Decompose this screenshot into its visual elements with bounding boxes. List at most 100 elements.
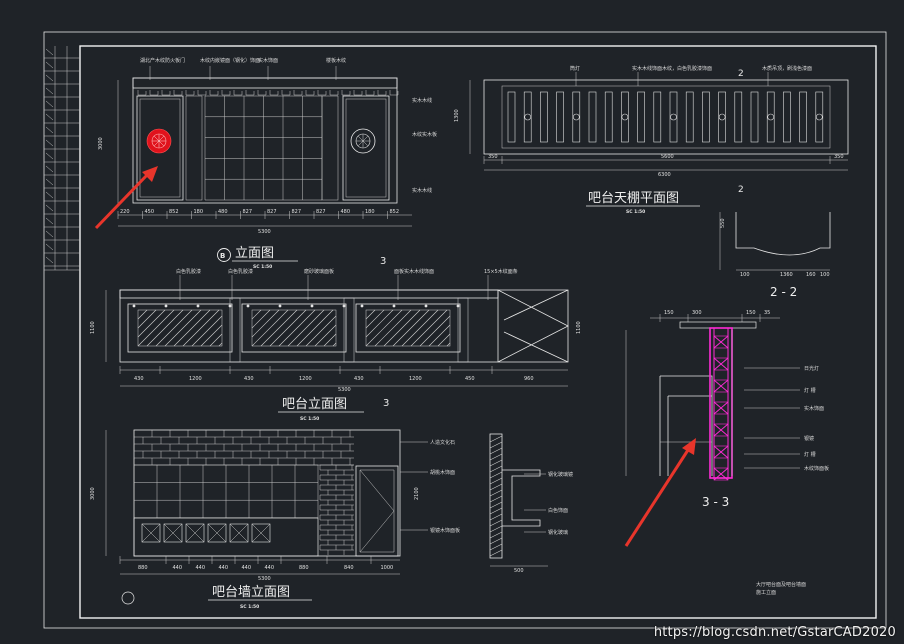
svg-text:吧台天棚平面图: 吧台天棚平面图 (588, 191, 679, 206)
elev-b-note-1: 木纹内嵌镜面（钢化）饰面 (200, 57, 260, 64)
wall-dim-2: 440 (196, 565, 206, 571)
bar-note-3: 面板实木木线饰面 (394, 268, 434, 275)
detail-note-2: 钢化玻璃 (548, 529, 568, 536)
sec3-note-1: 灯 槽 (804, 387, 816, 394)
elev-b-dim-11: 852 (390, 209, 400, 215)
bar-note-2: 磨砂玻璃面板 (304, 268, 334, 275)
elev-b-dim-10: 180 (365, 209, 375, 215)
ceiling-caption: 吧台天棚平面图 SC 1:50 (586, 191, 700, 215)
elev-b-dim-9: 480 (341, 209, 351, 215)
svg-text:SC 1:50: SC 1:50 (253, 264, 272, 270)
sec2-dim-3: 160 (806, 272, 816, 278)
elev-b-note-2: 实木饰面 (258, 57, 278, 64)
svg-text:5300: 5300 (338, 387, 351, 393)
sec3-dim-2: 150 (746, 310, 756, 316)
bar-dim-7: 960 (524, 376, 534, 382)
footer-note: 大厅吧台面及吧台墙面 施工立面 (756, 581, 806, 596)
bar-dim-2: 430 (244, 376, 254, 382)
elev-b-total-dim: 5300 (258, 229, 271, 235)
section-2-2[interactable]: 550 1360 100 160 100 2 - 2 (719, 212, 831, 299)
detail-note-0: 钢化玻璃镜 (548, 471, 573, 478)
sec2-dim-1: 1360 (780, 272, 793, 278)
ceiling-note-2: 木质吊顶，刷浅色漆面 (762, 65, 812, 72)
ceiling-dim-2: 350 (834, 154, 844, 160)
magenta-column (709, 327, 733, 481)
svg-text:吧台墙立面图: 吧台墙立面图 (212, 585, 290, 600)
red-arrow-left (94, 166, 158, 230)
watermark: https://blog.csdn.net/GstarCAD2020 (653, 625, 896, 640)
sec3-dim-0: 150 (664, 310, 674, 316)
wall-dim-1: 440 (173, 565, 183, 571)
svg-text:吧台立面图: 吧台立面图 (282, 397, 347, 412)
svg-text:SC 1:50: SC 1:50 (240, 604, 259, 610)
svg-text:5300: 5300 (258, 576, 271, 582)
sec3-note-4: 灯 槽 (804, 451, 816, 458)
svg-text:SC 1:50: SC 1:50 (300, 416, 319, 422)
sec3-note-3: 银镜 (804, 435, 814, 442)
sec2-dim-2: 100 (740, 272, 750, 278)
bar-note-1: 白色乳胶漆 (228, 268, 253, 275)
sec2-dim-4: 100 (820, 272, 830, 278)
bar-dim-5: 1200 (409, 376, 422, 382)
wall-note-1: 胡桃木饰面 (430, 469, 455, 476)
svg-text:3000: 3000 (90, 487, 96, 500)
svg-text:1100: 1100 (576, 321, 582, 334)
detail-note-1: 白色饰面 (548, 507, 568, 514)
elev-b-side-note-0: 实木木线 (412, 97, 432, 104)
sec3-note-0: 日光灯 (804, 365, 819, 372)
elev-b-caption: B 立面图 SC 1:50 3 (217, 246, 386, 270)
bar-dim-6: 450 (465, 376, 475, 382)
svg-text:施工立面: 施工立面 (756, 589, 776, 596)
bar-note-4: 15×5木纹面条 (484, 268, 518, 275)
svg-text:2 - 2: 2 - 2 (770, 285, 797, 299)
ceiling-dim-0: 350 (488, 154, 498, 160)
svg-text:SC 1:50: SC 1:50 (626, 209, 645, 215)
wall-dim-3: 440 (219, 565, 229, 571)
bar-elevation-caption: 吧台立面图 SC 1:50 3 (278, 397, 389, 422)
sec3-note-2: 实木饰面 (804, 405, 824, 412)
elev-b-dim-7: 827 (292, 209, 302, 215)
bar-elevation[interactable]: 430 1200 430 1200 430 1200 450 960 5300 1100 11… (90, 268, 582, 393)
svg-text:2100: 2100 (414, 487, 420, 500)
inner-border (79, 45, 877, 619)
svg-text:大厅吧台面及吧台墙面: 大厅吧台面及吧台墙面 (756, 581, 806, 588)
bar-dim-0: 430 (134, 376, 144, 382)
sec3-dim-1: 300 (692, 310, 702, 316)
white-medallion (350, 128, 376, 154)
svg-text:立面图: 立面图 (235, 246, 274, 261)
sec3-dim-3: 35 (764, 310, 770, 316)
bar-dim-4: 430 (354, 376, 364, 382)
wall-dim-5: 440 (265, 565, 275, 571)
elev-b-dim-2: 852 (169, 209, 179, 215)
north-symbol (121, 591, 135, 605)
elev-b-side-note-1: 木纹实木板 (412, 131, 437, 138)
ceiling-dim-1: 5600 (661, 154, 674, 160)
elev-b-note-3: 楼板木纹 (326, 57, 346, 64)
bar-note-0: 白色乳胶漆 (176, 268, 201, 275)
elev-b-dim-3: 180 (194, 209, 204, 215)
bar-dim-1: 1200 (189, 376, 202, 382)
outer-border (43, 31, 887, 629)
bar-dim-3: 1200 (299, 376, 312, 382)
elev-b-side-note-2: 实木木线 (412, 187, 432, 194)
ceiling-note-0: 筒灯 (570, 65, 580, 72)
elev-b-note-0: 湖北产木纹防火板门 (140, 57, 185, 64)
red-arrow-right (624, 438, 696, 547)
sec2-dim-0: 550 (720, 218, 726, 228)
elev-b-height-dim: 3000 (98, 137, 104, 150)
wall-dim-8: 1000 (381, 565, 394, 571)
elev-b-dim-8: 827 (316, 209, 326, 215)
elev-b-dim-5: 827 (243, 209, 253, 215)
elev-b-dim-0: 220 (120, 209, 130, 215)
svg-text:3 - 3: 3 - 3 (702, 495, 729, 509)
title-strip (44, 46, 80, 271)
svg-text:1100: 1100 (90, 321, 96, 334)
elev-b-dim-6: 827 (267, 209, 277, 215)
svg-text:2: 2 (738, 69, 744, 79)
